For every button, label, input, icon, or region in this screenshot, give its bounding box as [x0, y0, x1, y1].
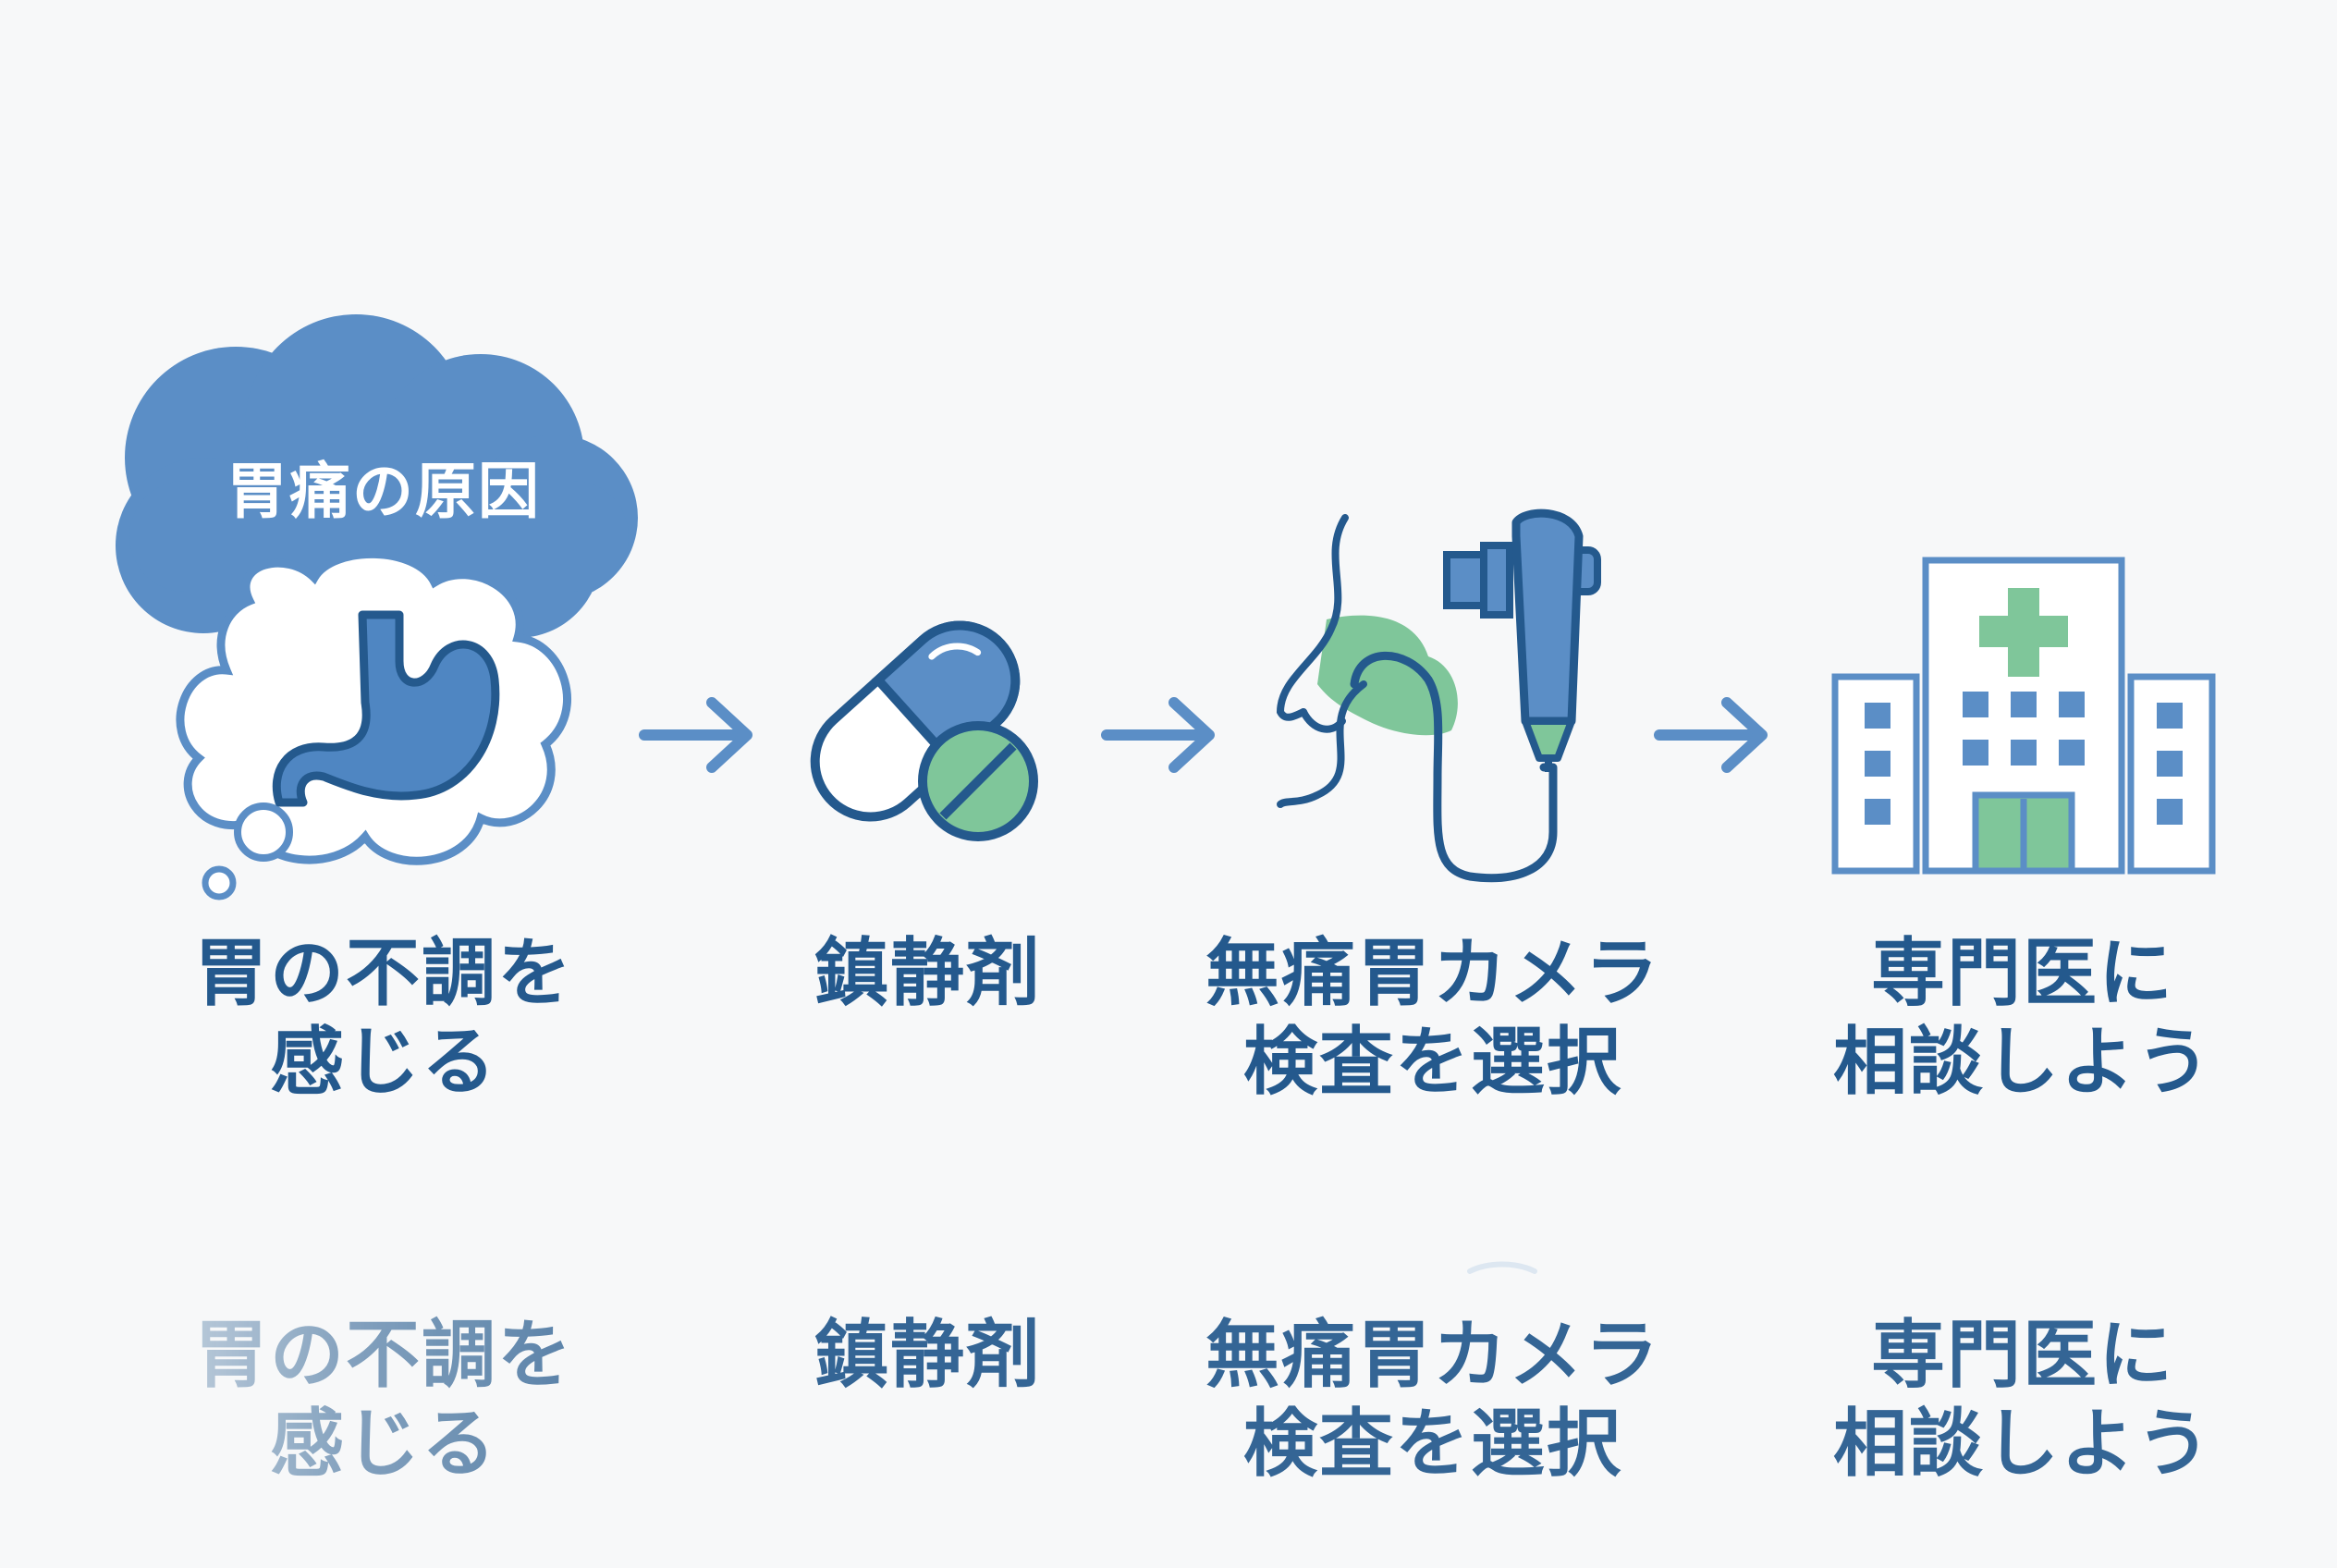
arrow-2-icon	[1101, 697, 1215, 773]
arrow-1-icon	[639, 697, 752, 773]
step-3-line-1: 無痛胃カメラ	[1205, 930, 1660, 1016]
step-4-line-1: 専門医に	[1871, 930, 2174, 1016]
step-3-reflection-line-1: 無痛胃カメラ	[1205, 1312, 1660, 1398]
step-4-label-reflection: 専門医に 相談しよう	[1727, 1311, 2319, 1488]
reflection-shape	[1467, 1261, 1537, 1274]
hospital-cross-icon	[1979, 588, 2068, 677]
step-4-reflection-line-2: 相談しよう	[1833, 1401, 2212, 1487]
step-1-line-2: 感じる	[270, 1019, 497, 1105]
step-3-line-2: 検査を選択	[1243, 1019, 1622, 1105]
step-3-label: 無痛胃カメラ 検査を選択	[1137, 929, 1729, 1107]
cause-cloud-shape	[116, 314, 638, 638]
arrow-3-icon	[1654, 697, 1768, 773]
stomach-icon	[272, 610, 500, 807]
cause-cloud-title: 胃痛の原因	[226, 456, 541, 527]
step-3-label-reflection: 無痛胃カメラ 検査を選択	[1137, 1311, 1729, 1488]
step-4-line-2: 相談しよう	[1833, 1019, 2212, 1105]
pill-capsule-icon	[810, 620, 1038, 841]
step-1-label-reflection: 胃の不調を 感じる	[88, 1311, 679, 1488]
step-1-line-1: 胃の不調を	[194, 930, 573, 1016]
nasal-endoscope-icon	[1276, 508, 1601, 883]
step-1-reflection-line-1: 胃の不調を	[194, 1312, 573, 1398]
step-4-reflection-line-1: 専門医に	[1871, 1312, 2174, 1398]
step-4-label: 専門医に 相談しよう	[1727, 929, 2319, 1107]
hospital-icon	[1831, 557, 2216, 875]
step-1-label: 胃の不調を 感じる	[88, 929, 679, 1107]
step-1-reflection-line-2: 感じる	[270, 1401, 497, 1487]
step-2-reflection-line-1: 鎮静剤	[814, 1312, 1042, 1398]
step-2-label-reflection: 鎮静剤	[632, 1311, 1224, 1400]
step-2-label: 鎮静剤	[632, 929, 1224, 1018]
step-3-reflection-line-2: 検査を選択	[1243, 1401, 1622, 1487]
thought-cloud	[116, 314, 638, 900]
step-2-line-1: 鎮静剤	[814, 930, 1042, 1016]
